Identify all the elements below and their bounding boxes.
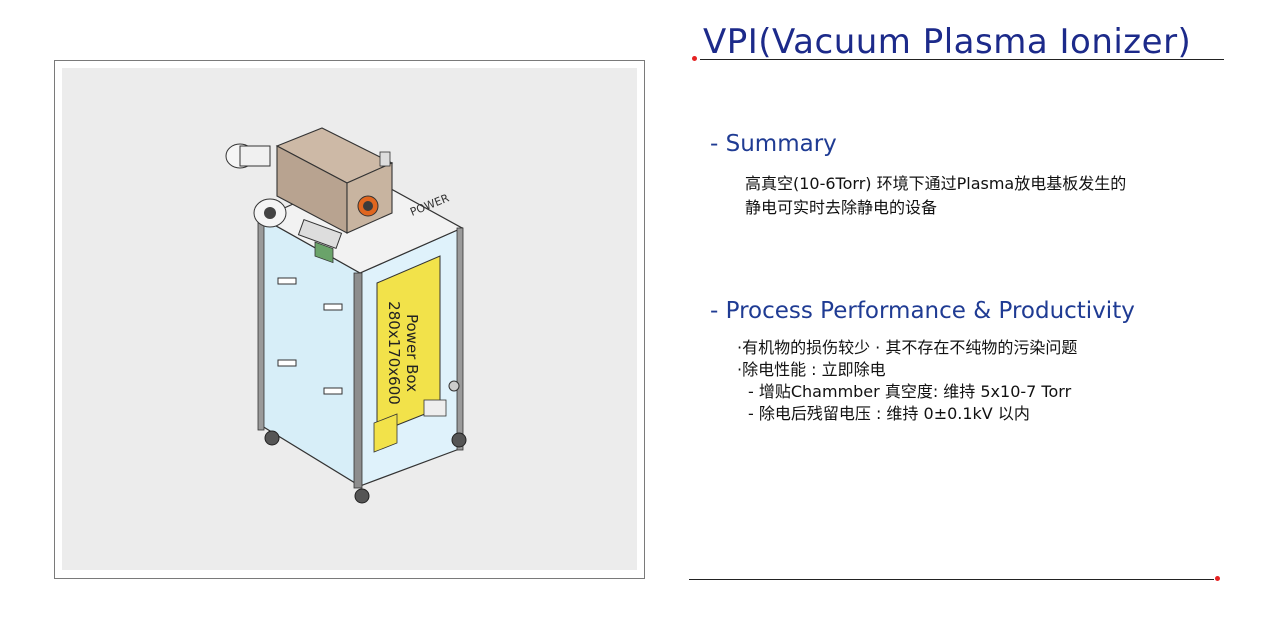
summary-line-1: 高真空(10-6Torr) 环境下通过Plasma放电基板发生的 xyxy=(745,174,1127,193)
power-box-label-1: Power Box xyxy=(403,314,421,392)
performance-line-3: - 增贴Chammber 真空度: 维持 5x10-7 Torr xyxy=(748,382,1072,401)
bottom-accent-dot xyxy=(1215,576,1220,581)
performance-line-4: - 除电后残留电压 : 维持 0±0.1kV 以内 xyxy=(748,404,1030,423)
machine-image-frame: Power Box 280x170x600 POWER xyxy=(54,60,645,579)
title-accent-dot xyxy=(692,56,697,61)
performance-line-1: ·有机物的损伤较少 · 其不存在不纯物的污染问题 xyxy=(737,338,1078,357)
title-underline xyxy=(700,59,1224,60)
performance-heading: - Process Performance & Productivity xyxy=(710,298,1135,324)
bottom-divider xyxy=(689,579,1214,580)
power-box-label-2: 280x170x600 xyxy=(385,301,403,405)
summary-heading: - Summary xyxy=(710,131,837,157)
summary-line-2: 静电可实时去除静电的设备 xyxy=(745,198,938,217)
machine-drawing: Power Box 280x170x600 POWER xyxy=(225,127,467,504)
performance-line-2: ·除电性能 : 立即除电 xyxy=(737,360,886,379)
page-title: VPI(Vacuum Plasma Ionizer) xyxy=(703,22,1192,62)
machine-image: Power Box 280x170x600 POWER xyxy=(62,68,637,570)
